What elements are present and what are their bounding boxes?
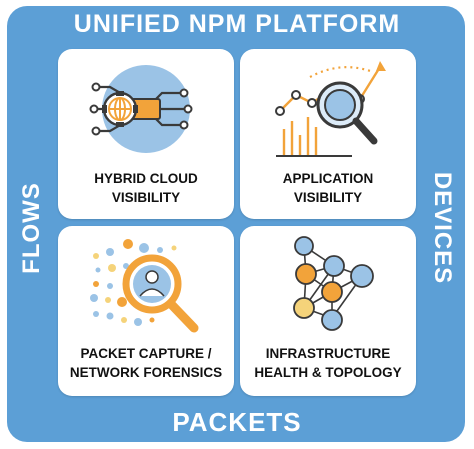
packet-capture-label: PACKET CAPTURE / NETWORK FORENSICS xyxy=(58,344,234,382)
infrastructure-line2: HEALTH & TOPOLOGY xyxy=(254,365,402,380)
flows-label: FLOWS xyxy=(18,182,45,274)
packets-label: PACKETS xyxy=(172,407,302,437)
hybrid-cloud-line2: VISIBILITY xyxy=(111,190,181,205)
hybrid-cloud-label: HYBRID CLOUD VISIBILITY xyxy=(58,169,234,207)
application-line2: VISIBILITY xyxy=(293,190,363,205)
hybrid-cloud-line1: HYBRID CLOUD xyxy=(94,171,198,186)
packet-capture-line1: PACKET CAPTURE / xyxy=(80,346,212,361)
analytics-magnifier-icon xyxy=(275,61,386,157)
application-tile: APPLICATION VISIBILITY xyxy=(240,49,416,219)
application-line1: APPLICATION xyxy=(282,171,374,186)
hybrid-cloud-tile: HYBRID CLOUD VISIBILITY xyxy=(58,49,234,219)
network-topology-icon xyxy=(293,236,374,331)
application-label: APPLICATION VISIBILITY xyxy=(240,169,416,207)
packet-capture-line2: NETWORK FORENSICS xyxy=(69,365,223,380)
packet-dots xyxy=(90,239,177,326)
packet-capture-tile: PACKET CAPTURE / NETWORK FORENSICS xyxy=(58,226,234,396)
infrastructure-tile: INFRASTRUCTURE HEALTH & TOPOLOGY xyxy=(240,226,416,396)
platform-title: UNIFIED NPM PLATFORM xyxy=(73,10,401,38)
cloud-circuit-globe-icon xyxy=(89,65,193,153)
infrastructure-label: INFRASTRUCTURE HEALTH & TOPOLOGY xyxy=(240,344,416,382)
user-search-icon xyxy=(90,239,199,333)
infrastructure-line1: INFRASTRUCTURE xyxy=(265,346,391,361)
devices-label: DEVICES xyxy=(429,171,456,285)
